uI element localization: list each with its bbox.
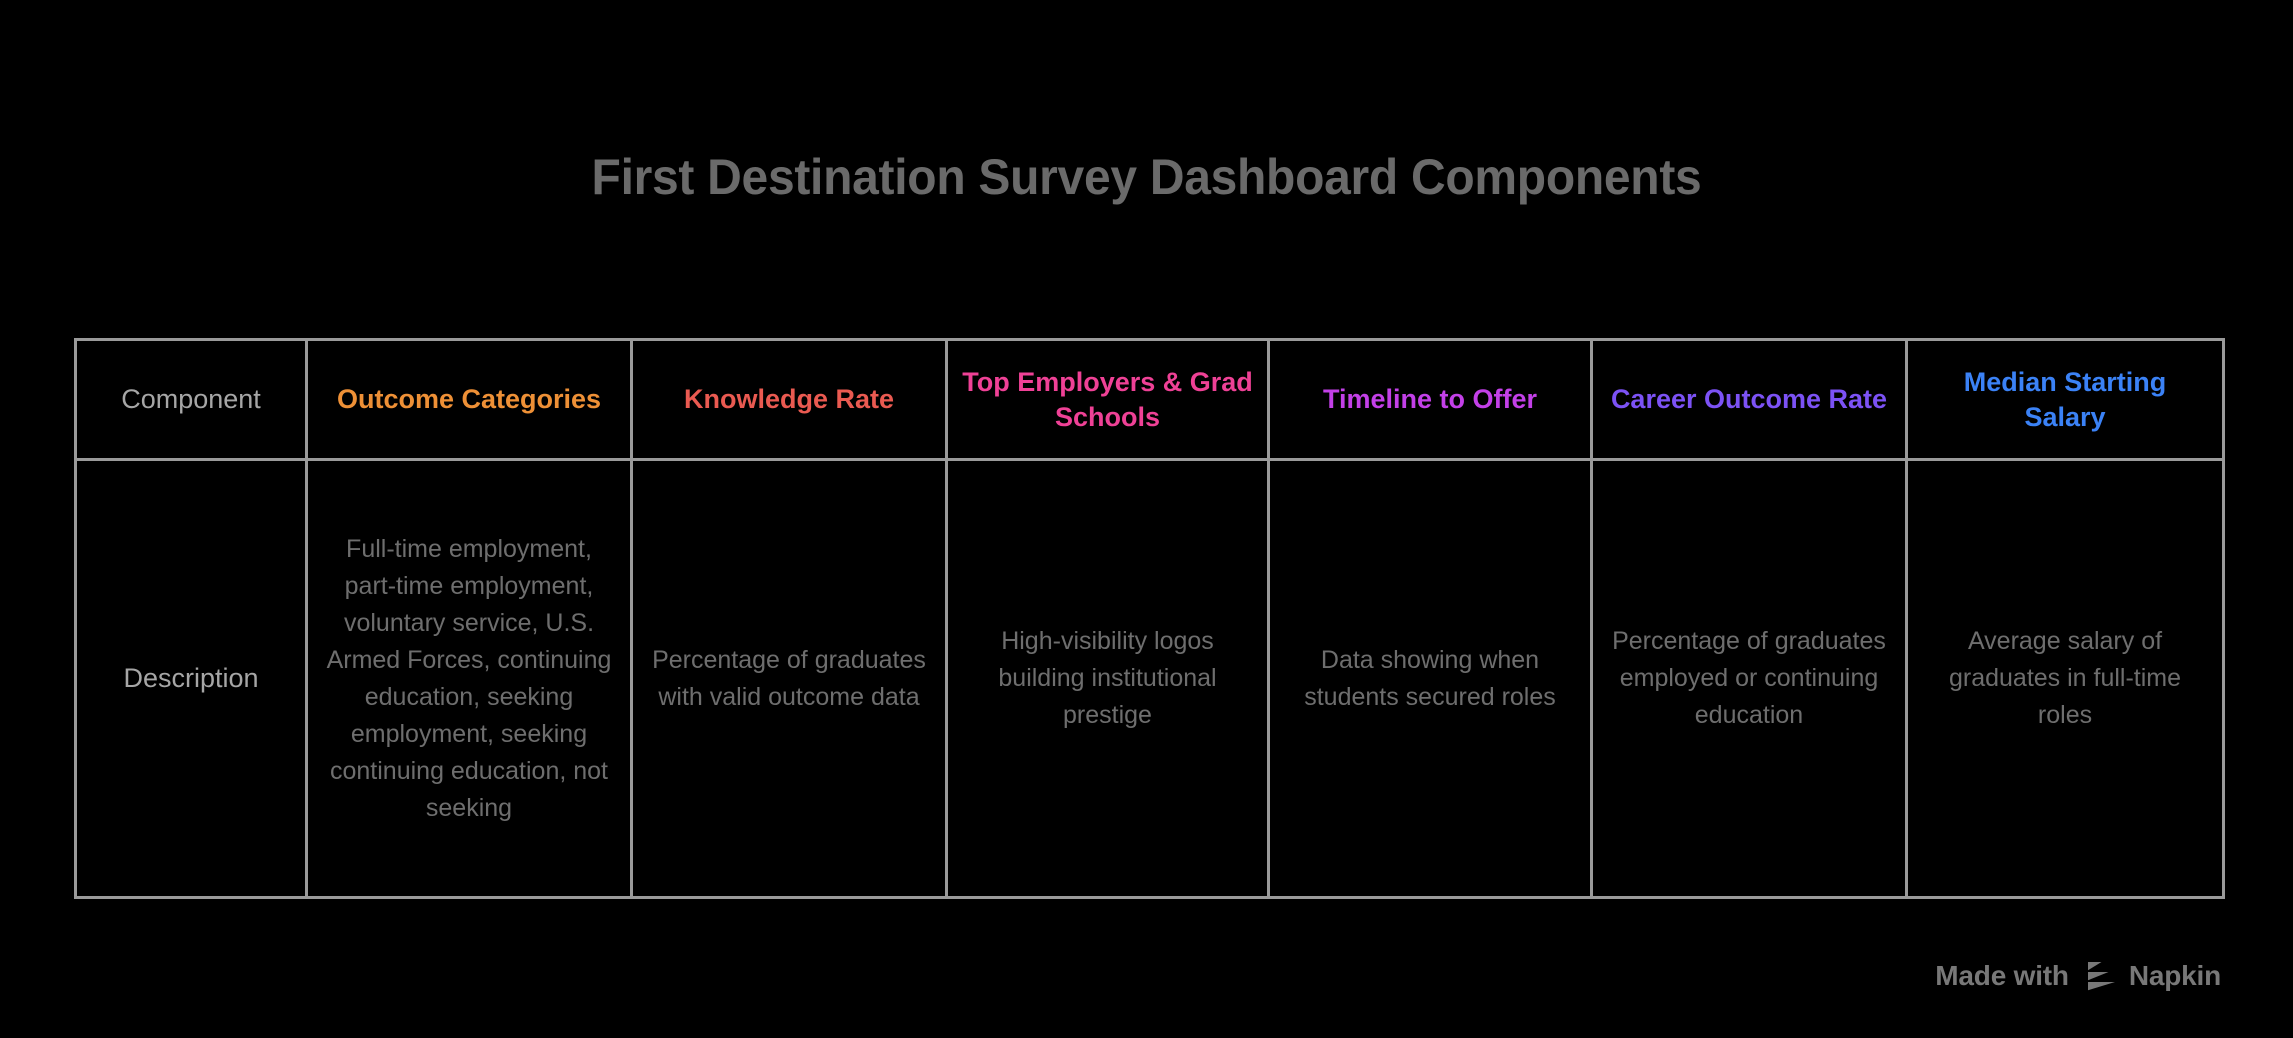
table-header-row: Component Outcome Categories Knowledge R… [74, 338, 2225, 461]
napkin-attribution: Made with Napkin [1935, 960, 2221, 992]
components-table: Component Outcome Categories Knowledge R… [74, 338, 2225, 899]
table-row: Description Full-time employment, part-t… [74, 458, 2225, 899]
column-header-timeline-to-offer: Timeline to Offer [1267, 338, 1593, 461]
description-timeline-to-offer: Data showing when students secured roles [1267, 458, 1593, 899]
description-career-outcome-rate: Percentage of graduates employed or cont… [1590, 458, 1908, 899]
column-header-top-employers-grad-schools: Top Employers & Grad Schools [945, 338, 1270, 461]
row-label-component: Component [74, 338, 308, 461]
page-title: First Destination Survey Dashboard Compo… [591, 149, 1702, 205]
made-with-label: Made with [1935, 960, 2069, 991]
description-knowledge-rate: Percentage of graduates with valid outco… [630, 458, 948, 899]
description-median-starting-salary: Average salary of graduates in full-time… [1905, 458, 2225, 899]
brand-name: Napkin [2128, 960, 2221, 991]
row-label-description: Description [74, 458, 308, 899]
description-outcome-categories: Full-time employment, part-time employme… [305, 458, 633, 899]
column-header-knowledge-rate: Knowledge Rate [630, 338, 948, 461]
column-header-median-starting-salary: Median Starting Salary [1905, 338, 2225, 461]
column-header-career-outcome-rate: Career Outcome Rate [1590, 338, 1908, 461]
description-top-employers-grad-schools: High-visibility logos building instituti… [945, 458, 1270, 899]
column-header-outcome-categories: Outcome Categories [305, 338, 633, 461]
napkin-play-triangle-icon [2081, 960, 2115, 992]
